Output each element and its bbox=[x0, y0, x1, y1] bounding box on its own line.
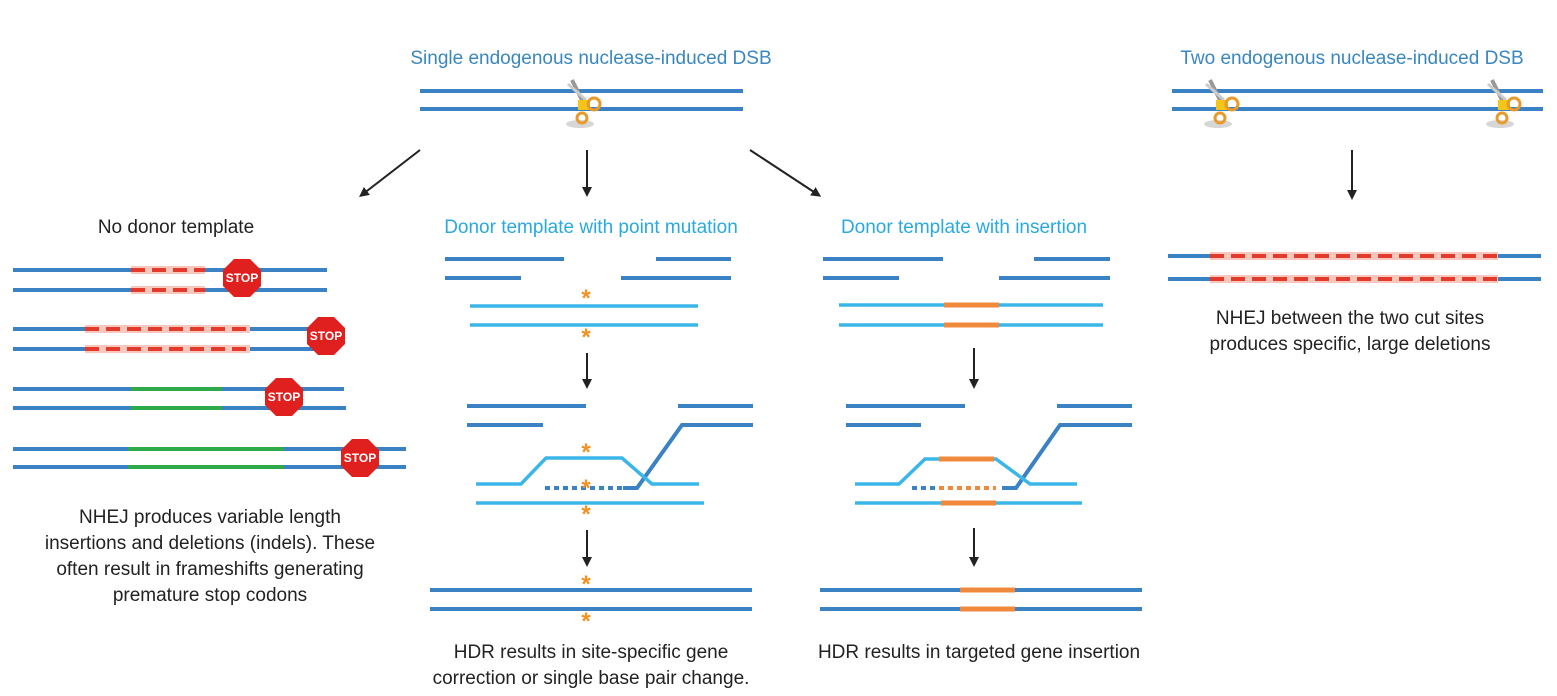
point-mutation-donor: * * bbox=[470, 285, 698, 351]
indel-row-2: STOP bbox=[13, 317, 345, 355]
mutation-marker: * bbox=[581, 439, 591, 466]
mutation-marker: * bbox=[581, 475, 591, 502]
insertion-strand-invasion bbox=[846, 404, 1132, 506]
mutation-marker: * bbox=[581, 324, 591, 351]
point-mutation-strand-invasion: * * * bbox=[467, 404, 753, 528]
caption-hdr-correction: HDR results in site-specific gene correc… bbox=[433, 642, 750, 689]
caption-line: HDR results in site-specific gene bbox=[454, 642, 729, 663]
arrow-to-no-donor bbox=[359, 149, 421, 198]
stop-sign-icon: STOP bbox=[341, 439, 379, 477]
title-point-mutation: Donor template with point mutation bbox=[444, 217, 738, 238]
arrow-to-insertion bbox=[749, 149, 822, 197]
title-insertion: Donor template with insertion bbox=[841, 217, 1087, 238]
stop-label: STOP bbox=[226, 271, 258, 285]
title-no-donor: No donor template bbox=[98, 217, 254, 238]
stop-sign-icon: STOP bbox=[223, 259, 261, 297]
scissors-icon-left bbox=[1202, 78, 1240, 130]
stop-sign-icon: STOP bbox=[265, 378, 303, 416]
insertion-broken-dna bbox=[823, 257, 1110, 280]
scissors-icon-right bbox=[1484, 78, 1522, 130]
indel-row-3: STOP bbox=[13, 378, 346, 416]
indel-row-4: STOP bbox=[13, 439, 406, 477]
mutation-marker: * bbox=[581, 501, 591, 528]
mutation-marker: * bbox=[581, 571, 591, 598]
stop-label: STOP bbox=[344, 451, 376, 465]
caption-nhej-indels: NHEJ produces variable length insertions… bbox=[45, 507, 375, 606]
large-deletion-dna bbox=[1168, 252, 1541, 283]
caption-line: NHEJ produces variable length bbox=[79, 507, 341, 528]
point-mutation-result-dna: * * bbox=[430, 571, 752, 635]
stop-label: STOP bbox=[310, 329, 342, 343]
indel-row-1: STOP bbox=[13, 259, 327, 297]
caption-line: premature stop codons bbox=[113, 585, 307, 606]
caption-nhej-deletion: NHEJ between the two cut sites produces … bbox=[1210, 308, 1491, 355]
single-dsb-dna bbox=[420, 78, 743, 130]
caption-line: often result in frameshifts generating bbox=[56, 559, 363, 580]
caption-line: correction or single base pair change. bbox=[433, 668, 750, 689]
title-two-dsb: Two endogenous nuclease-induced DSB bbox=[1180, 48, 1523, 69]
caption-line: produces specific, large deletions bbox=[1210, 334, 1491, 355]
mutation-marker: * bbox=[581, 608, 591, 635]
caption-line: insertions and deletions (indels). These bbox=[45, 533, 375, 554]
insertion-donor bbox=[839, 302, 1103, 328]
two-dsb-dna bbox=[1172, 78, 1543, 130]
scissors-icon bbox=[564, 78, 602, 130]
title-single-dsb: Single endogenous nuclease-induced DSB bbox=[410, 48, 771, 69]
stop-label: STOP bbox=[268, 390, 300, 404]
stop-sign-icon: STOP bbox=[307, 317, 345, 355]
mutation-marker: * bbox=[581, 285, 591, 312]
insertion-result-dna bbox=[820, 587, 1142, 612]
caption-line: NHEJ between the two cut sites bbox=[1216, 308, 1484, 329]
point-mutation-broken-dna bbox=[445, 257, 731, 280]
caption-hdr-insertion: HDR results in targeted gene insertion bbox=[818, 642, 1140, 663]
